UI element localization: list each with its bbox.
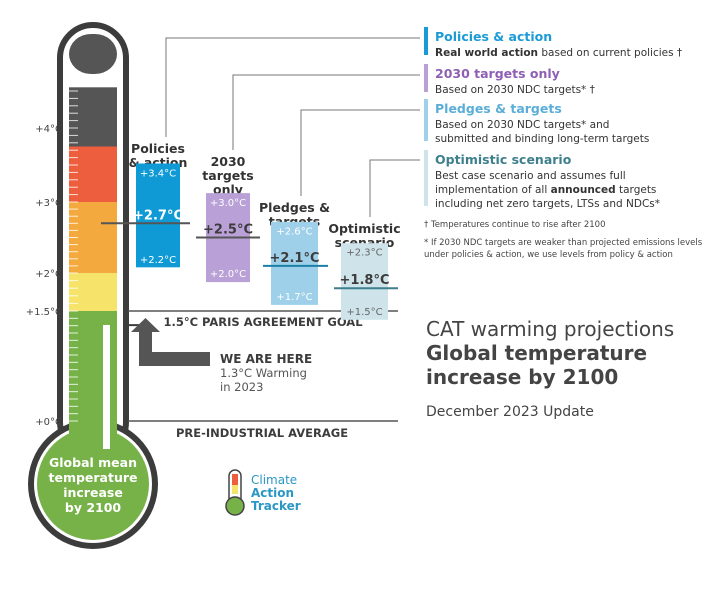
- connector-line-targets2030: [232, 74, 420, 150]
- legend-desc-3: Best case scenario and assumes full: [435, 170, 626, 182]
- chart-title: CAT warming projections: [426, 317, 674, 341]
- here-title: WE ARE HERE: [220, 352, 312, 366]
- legend-bar-0: [424, 27, 428, 55]
- bar-policies: [136, 163, 180, 268]
- bar-heading-targets2030: 2030: [211, 154, 246, 169]
- logo-bulb: [225, 496, 245, 516]
- thermo-band-red: [69, 146, 117, 202]
- thermo-band-gray: [69, 87, 117, 147]
- bulb-text-line: by 2100: [65, 500, 122, 515]
- legend-bar-3: [424, 150, 428, 206]
- chart-subtitle-line2: increase by 2100: [426, 365, 618, 389]
- legend-desc-1: Based on 2030 NDC targets* †: [435, 84, 595, 96]
- footnote-1: * If 2030 NDC targets are weaker than pr…: [424, 238, 703, 248]
- bar-heading-pledges: Pledges &: [259, 200, 330, 215]
- logo-text-line: Action: [251, 486, 294, 500]
- mid-label-optimistic: +1.8°C: [340, 273, 390, 288]
- legend-desc-3: including net zero targets, LTSs and NDC…: [435, 198, 660, 210]
- legend-desc-2: Based on 2030 NDC targets* and: [435, 119, 609, 131]
- logo-yellow: [232, 485, 238, 494]
- baseline-label: PRE-INDUSTRIAL AVERAGE: [176, 426, 348, 440]
- logo-icon: [225, 469, 245, 516]
- thermo-tick-label: +3°C: [35, 198, 62, 209]
- legend-desc-segment: Real world action: [435, 47, 538, 59]
- connector-line-pledges: [300, 109, 420, 196]
- bulb-text-line: temperature: [48, 470, 137, 485]
- logo-text-line: Tracker: [251, 499, 301, 513]
- bar-heading-policies: Policies: [131, 141, 185, 156]
- legend-desc-segment: Based on 2030 NDC targets* and: [435, 119, 609, 131]
- legend-desc-segment: including net zero targets, LTSs and NDC…: [435, 198, 660, 210]
- low-label-targets2030: +2.0°C: [210, 269, 246, 280]
- thermo-tick-label: +4°C: [35, 124, 62, 135]
- legend-desc-segment: submitted and binding long-term targets: [435, 133, 649, 145]
- thermo-highlight: [103, 325, 110, 449]
- bulb-text-line: increase: [63, 485, 123, 500]
- high-label-targets2030: +3.0°C: [210, 198, 246, 209]
- legend-bar-1: [424, 64, 428, 92]
- legend-title-3: Optimistic scenario: [435, 152, 572, 167]
- bar-pledges: [271, 221, 318, 305]
- bar-heading-targets2030: targets: [202, 168, 253, 183]
- legend-title-0: Policies & action: [435, 29, 552, 44]
- high-label-optimistic: +2.3°C: [346, 248, 382, 259]
- logo-text-line: Climate: [251, 473, 297, 487]
- bar-optimistic: [341, 243, 388, 320]
- paris-goal-label: 1.5°C PARIS AGREEMENT GOAL: [163, 315, 363, 329]
- thermo-top-cap: [69, 34, 117, 74]
- mid-label-policies: +2.7°C: [133, 208, 183, 223]
- low-label-policies: +2.2°C: [140, 255, 176, 266]
- footnote-1: under policies & action, we use levels f…: [424, 250, 673, 260]
- legend-desc-segment: targets: [616, 184, 657, 196]
- chart-subtitle-line1: Global temperature: [426, 341, 647, 365]
- legend-desc-segment: Best case scenario and assumes full: [435, 170, 626, 182]
- legend-desc-segment: announced: [551, 184, 616, 196]
- connector-line-optimistic: [369, 159, 420, 217]
- legend-bar-2: [424, 99, 428, 141]
- footnote-0: † Temperatures continue to rise after 21…: [424, 220, 605, 230]
- logo-red: [232, 474, 238, 485]
- bar-heading-optimistic: Optimistic: [328, 221, 400, 236]
- connector-line-policies: [165, 37, 420, 137]
- mid-label-targets2030: +2.5°C: [203, 223, 253, 238]
- here-line1: 1.3°C Warming: [220, 366, 307, 380]
- mid-label-pledges: +2.1°C: [270, 251, 320, 266]
- thermo-tick-label: +2°C: [35, 269, 62, 280]
- bulb-text-line: Global mean: [49, 455, 137, 470]
- legend-desc-3: implementation of all announced targets: [435, 184, 656, 196]
- legend-title-2: Pledges & targets: [435, 101, 562, 116]
- low-label-pledges: +1.7°C: [276, 292, 312, 303]
- legend-desc-0: Real world action based on current polic…: [435, 47, 682, 59]
- chart-update: December 2023 Update: [426, 404, 594, 420]
- thermo-bulb-fill: [37, 428, 149, 540]
- legend-desc-segment: based on current policies †: [538, 47, 682, 59]
- here-arrow-head: [131, 318, 160, 332]
- low-label-optimistic: +1.5°C: [346, 307, 382, 318]
- thermo-band-yellow: [69, 273, 117, 311]
- here-arrow-shaft: [139, 332, 210, 366]
- thermo-tick-label: +0°C: [35, 417, 62, 428]
- thermo-tick-label: +1.5°C: [26, 307, 62, 318]
- legend-desc-2: submitted and binding long-term targets: [435, 133, 649, 145]
- high-label-policies: +3.4°C: [140, 168, 176, 179]
- legend-desc-segment: Based on 2030 NDC targets* †: [435, 84, 595, 96]
- legend-title-1: 2030 targets only: [435, 66, 560, 81]
- legend-desc-segment: implementation of all: [435, 184, 551, 196]
- high-label-pledges: +2.6°C: [276, 226, 312, 237]
- here-line2: in 2023: [220, 380, 263, 394]
